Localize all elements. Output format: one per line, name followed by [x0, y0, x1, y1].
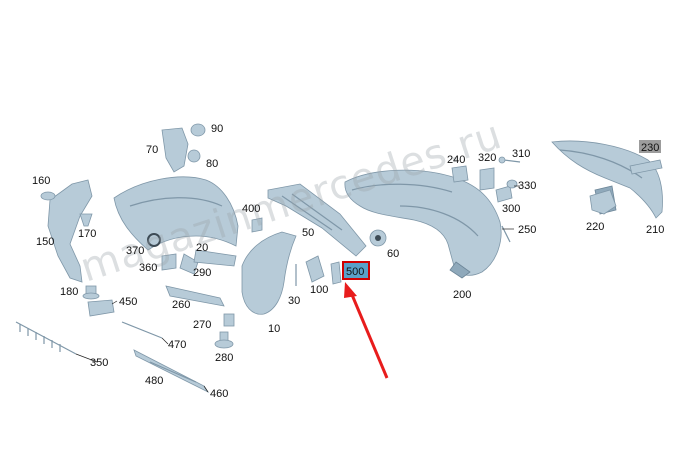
clip-330-part[interactable]	[506, 179, 518, 189]
label-220: 220	[586, 221, 604, 233]
crossbar-20-part[interactable]	[193, 249, 237, 267]
label-350: 350	[90, 357, 108, 369]
plate-230-part[interactable]	[629, 159, 663, 175]
label-210: 210	[646, 224, 664, 236]
label-460: 460	[210, 388, 228, 400]
clip-160-part[interactable]	[40, 191, 56, 201]
label-100: 100	[310, 284, 328, 296]
grommet-60-part[interactable]	[369, 229, 387, 247]
bracket-320-part[interactable]	[479, 167, 495, 191]
label-280: 280	[215, 352, 233, 364]
label-50: 50	[302, 227, 314, 239]
bracket-300-part[interactable]	[495, 185, 513, 203]
label-230: 230	[641, 142, 659, 154]
label-170: 170	[78, 228, 96, 240]
comb-350-part[interactable]	[15, 321, 77, 355]
label-500: 500	[346, 266, 364, 278]
bracket-70-part[interactable]	[161, 127, 189, 173]
red-arrow	[344, 282, 389, 379]
leader-lines	[75, 185, 520, 393]
label-270: 270	[193, 319, 211, 331]
label-150: 150	[36, 236, 54, 248]
grommet-90-part[interactable]	[190, 123, 206, 137]
part-500[interactable]	[330, 261, 342, 285]
label-470: 470	[168, 339, 186, 351]
label-30: 30	[288, 295, 300, 307]
clip-170-part[interactable]	[79, 213, 93, 227]
part-labels: 10 20 30 50 60 70 80 90 100 150 160 170 …	[32, 123, 664, 400]
label-300: 300	[502, 203, 520, 215]
left-bracket-part[interactable]	[47, 179, 93, 283]
bracket-260-part[interactable]	[165, 285, 225, 307]
label-80: 80	[206, 158, 218, 170]
clip-400-part[interactable]	[251, 217, 263, 233]
wheel-arch-liner-part[interactable]	[241, 231, 297, 315]
side-panel-part[interactable]	[113, 176, 239, 251]
label-450: 450	[119, 296, 137, 308]
strip-480-part[interactable]	[149, 361, 197, 383]
label-480: 480	[145, 375, 163, 387]
highlight-500-box[interactable]: 500	[342, 261, 370, 280]
label-90: 90	[211, 123, 223, 135]
label-240: 240	[447, 154, 465, 166]
label-160: 160	[32, 175, 50, 187]
energy-absorber-part[interactable]	[267, 183, 367, 257]
bracket-360-part[interactable]	[161, 253, 177, 271]
label-20: 20	[196, 242, 208, 254]
label-260: 260	[172, 299, 190, 311]
pin-280-part[interactable]	[214, 331, 234, 349]
sensor-450-part[interactable]	[87, 299, 115, 317]
bracket-290-part[interactable]	[179, 253, 199, 275]
wire-470-part[interactable]	[121, 321, 163, 339]
label-180: 180	[60, 286, 78, 298]
trim-250-part[interactable]	[501, 225, 511, 243]
label-230-box: 230	[639, 140, 661, 154]
bracket-240-part[interactable]	[451, 165, 469, 183]
label-400: 400	[242, 203, 260, 215]
label-360: 360	[139, 262, 157, 274]
label-10: 10	[268, 323, 280, 335]
ring-370-part[interactable]	[147, 233, 161, 247]
clip-270-part[interactable]	[223, 313, 235, 327]
bracket-220-part[interactable]	[589, 189, 617, 215]
fastener-180-part[interactable]	[82, 285, 100, 300]
label-310: 310	[512, 148, 530, 160]
label-370: 370	[126, 245, 144, 257]
bracket-100-part[interactable]	[305, 255, 325, 283]
label-250: 250	[518, 224, 536, 236]
grommet-80-part[interactable]	[187, 149, 201, 163]
screw-310-part[interactable]	[498, 156, 521, 164]
label-290: 290	[193, 267, 211, 279]
label-60: 60	[387, 248, 399, 260]
label-200: 200	[453, 289, 471, 301]
label-330: 330	[518, 180, 536, 192]
label-320: 320	[478, 152, 496, 164]
label-70: 70	[146, 144, 158, 156]
